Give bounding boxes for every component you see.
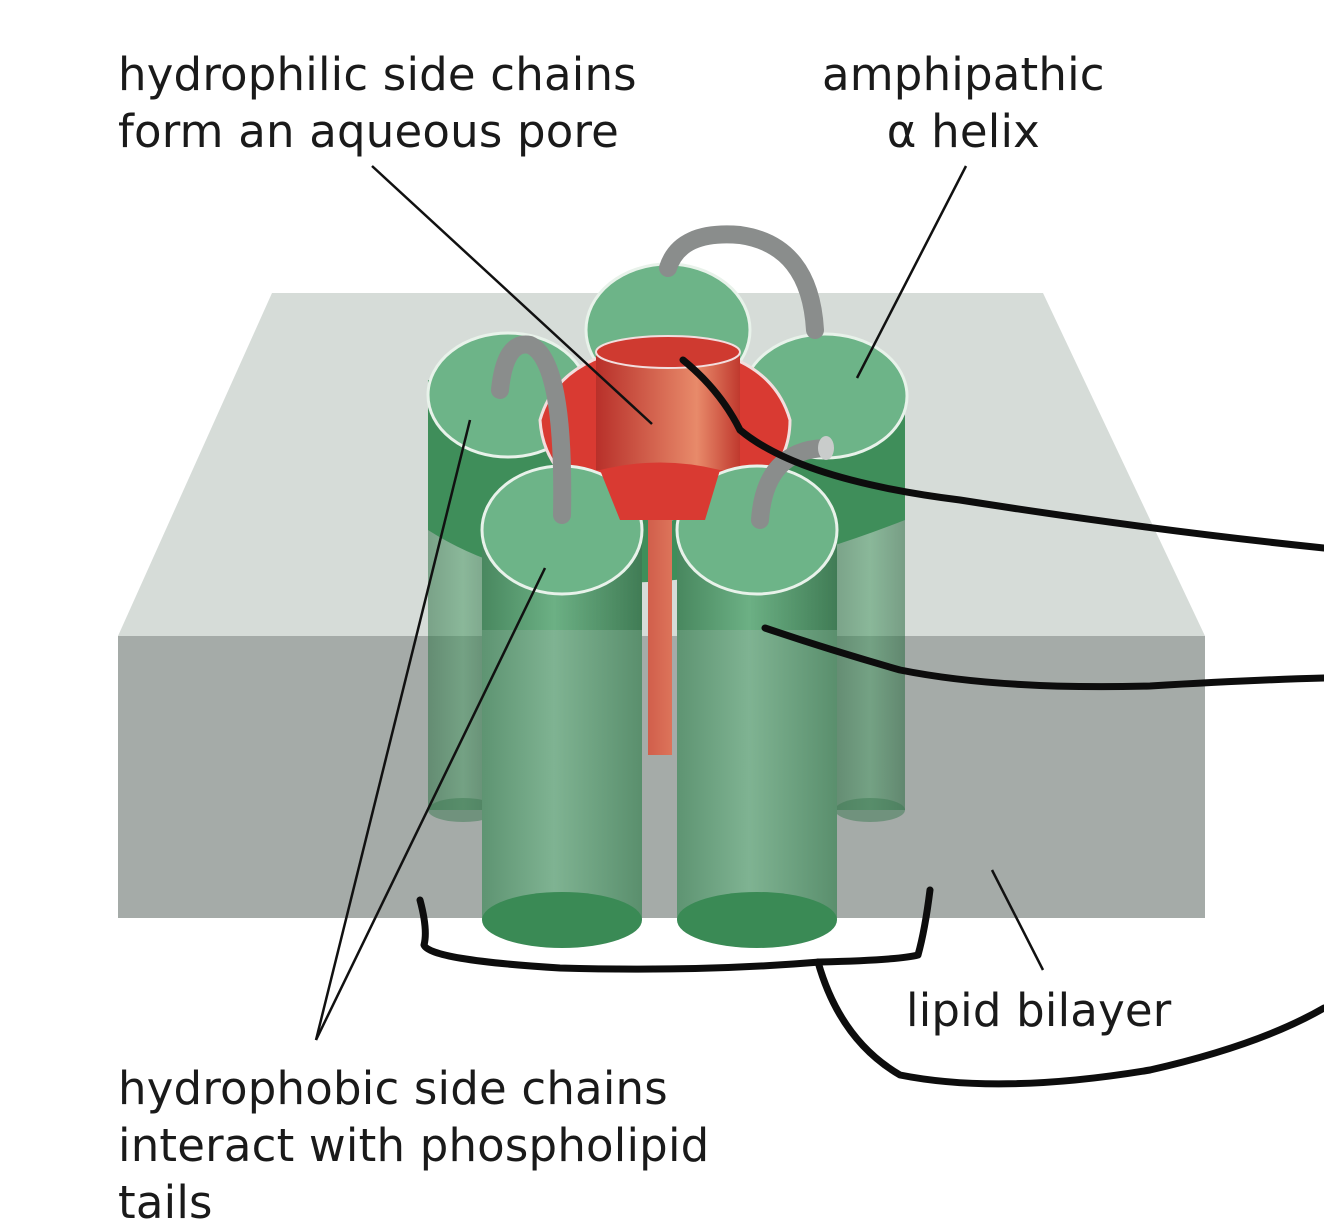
label-hydrophobic-side-chains: hydrophobic side chains interact with ph… [118, 1060, 709, 1231]
annotation-bracket [416, 886, 934, 973]
connecting-loops [491, 225, 834, 529]
helix-front-left-bottom [482, 892, 642, 948]
label-pore-line-1: hydrophilic side chains [118, 48, 637, 101]
loop-left [491, 335, 572, 524]
helix-back-right-bottom [835, 798, 905, 822]
loop-right [751, 439, 834, 529]
label-amphipathic-helix: amphipathic α helix [822, 46, 1105, 160]
label-hydrophobic-line-2: interact with phospholipid [118, 1119, 710, 1172]
annotation-stroke-bracket-tail [814, 958, 1324, 1088]
leader-bilayer [990, 869, 1045, 971]
leader-hydrophobic-1 [314, 419, 472, 1041]
label-pore-line-2: form an aqueous pore [118, 105, 620, 158]
helix-front-right-bottom [677, 892, 837, 948]
pore-channel [596, 350, 740, 755]
label-amphi-line-2: α helix [886, 105, 1040, 158]
label-lipid-bilayer: lipid bilayer [906, 984, 1172, 1037]
annotation-stroke-pore [679, 356, 1324, 552]
channel-protein-diagram [118, 165, 1324, 1088]
leader-amphipathic [855, 165, 968, 379]
label-hydrophilic-pore: hydrophilic side chains form an aqueous … [118, 46, 637, 160]
annotation-stroke-helix [761, 624, 1324, 691]
helix-bundle [426, 262, 909, 948]
pore-channel-rim [595, 335, 741, 369]
loop-right-end [818, 436, 834, 460]
leader-pore [371, 165, 653, 425]
label-hydrophobic-line-3: tails [118, 1176, 213, 1229]
label-hydrophobic-line-1: hydrophobic side chains [118, 1062, 668, 1115]
label-amphi-line-1: amphipathic [822, 48, 1105, 101]
handwritten-annotations [416, 356, 1324, 1088]
leader-lines [314, 165, 1045, 1041]
helix-back-left-bottom [428, 798, 498, 822]
leader-hydrophobic-2 [314, 567, 547, 1041]
pore-red-front [600, 462, 720, 520]
loop-back [659, 225, 824, 339]
helix-cap-front-right [675, 464, 839, 596]
